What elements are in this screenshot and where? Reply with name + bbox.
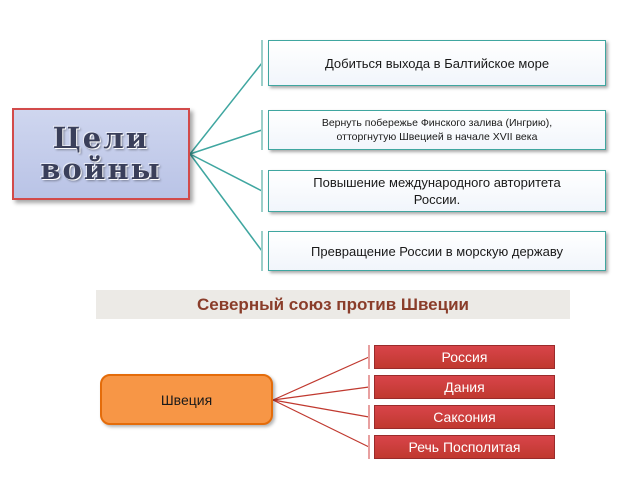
ally-bracket-1: [368, 345, 373, 369]
ally-bracket-4: [368, 435, 373, 459]
war-goals-box: Цели войны: [12, 108, 190, 200]
goal-connector-3: [189, 153, 263, 192]
ally-connector-2: [272, 386, 370, 401]
ally-bracket-3: [368, 405, 373, 429]
goal-item-international-authority: Повышение международного авторитета Росс…: [268, 170, 606, 212]
goal-item-label: Добиться выхода в Балтийское море: [324, 55, 550, 71]
northern-alliance-title: Северный союз против Швеции: [96, 290, 570, 319]
ally-connector-3: [272, 399, 370, 418]
goal-connector-4: [189, 153, 263, 252]
ally-box-saxony: Саксония: [374, 405, 555, 429]
goal-item-label: Вернуть побережье Финского залива (Ингри…: [321, 117, 553, 143]
goal-item-baltic-access: Добиться выхода в Балтийское море: [268, 40, 606, 86]
goal-item-naval-power: Превращение России в морскую державу: [268, 231, 606, 271]
goal-item-label: Превращение России в морскую державу: [311, 243, 563, 259]
goal-item-finnish-coast: Вернуть побережье Финского залива (Ингри…: [268, 110, 606, 150]
goal-connector-1: [189, 62, 263, 155]
ally-box-denmark: Дания: [374, 375, 555, 399]
ally-box-commonwealth: Речь Посполитая: [374, 435, 555, 459]
ally-box-russia: Россия: [374, 345, 555, 369]
ally-connector-4: [272, 399, 370, 448]
goal-bracket-2: [261, 110, 264, 150]
goal-bracket-4: [261, 231, 264, 271]
goal-bracket-1: [261, 40, 264, 86]
war-goals-title: Цели войны: [40, 121, 162, 186]
goal-item-label: Повышение международного авторитета Росс…: [313, 175, 561, 207]
goal-bracket-3: [261, 170, 264, 212]
ally-connector-1: [272, 356, 370, 401]
enemy-box-sweden: Швеция: [100, 374, 273, 425]
ally-bracket-2: [368, 375, 373, 399]
goal-connector-2: [189, 129, 263, 155]
